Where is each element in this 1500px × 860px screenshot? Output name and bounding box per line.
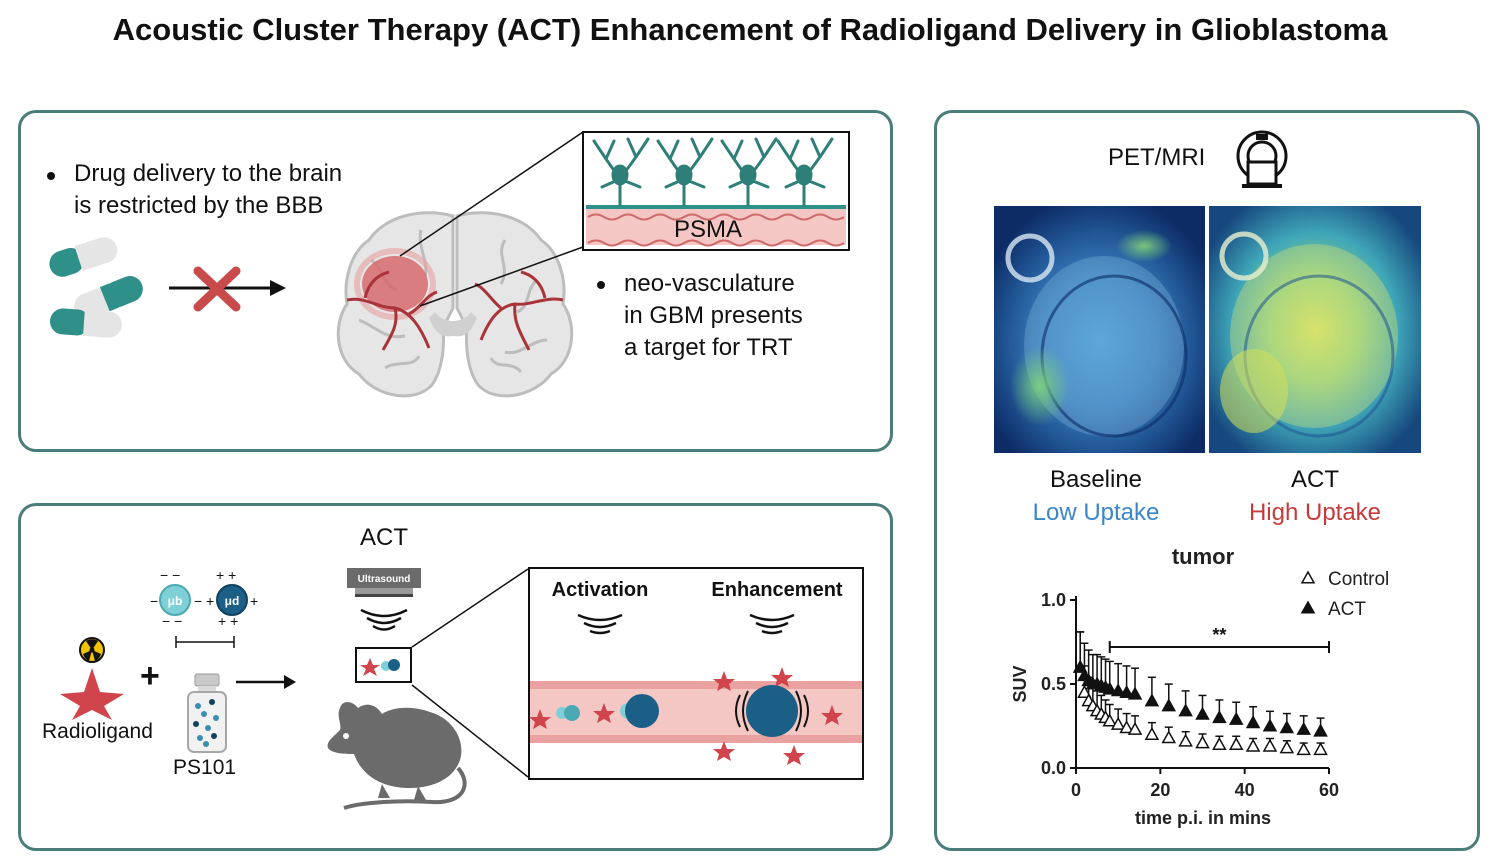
ps101-label: PS101	[173, 756, 237, 779]
enhancement-label: Enhancement	[711, 579, 842, 601]
ultrasound-label: Ultrasound	[358, 574, 411, 585]
legend-label: Control	[1328, 569, 1389, 590]
psma-inset: PSMA	[582, 131, 850, 251]
act-uptake-label: High Uptake	[1248, 499, 1382, 526]
y-tick-label: 0.0	[1041, 758, 1066, 778]
act-data-point	[1296, 721, 1311, 735]
svg-text:+ +: + +	[218, 613, 238, 629]
pet-mri-label: PET/MRI	[1108, 144, 1206, 171]
act-data-point	[1212, 710, 1227, 724]
svg-text:+ +: + +	[216, 568, 236, 583]
control-data-point	[1245, 738, 1261, 752]
act-data-point	[1102, 681, 1118, 695]
act-data-point	[1119, 684, 1134, 698]
bullet-drug-delivery-line2: is restricted by the BBB	[74, 192, 324, 219]
control-data-point	[1262, 738, 1278, 752]
ultrasound-transducer-icon: Ultrasound	[347, 568, 421, 631]
y-tick-label: 0.5	[1041, 674, 1066, 694]
bullet-neo-vasculature-line3: a target for TRT	[624, 334, 793, 361]
radioligand-icon	[60, 637, 124, 720]
mouse-icon	[327, 702, 467, 810]
control-data-point	[1279, 740, 1295, 754]
capsules-illustration	[49, 237, 143, 338]
brain-illustration	[336, 211, 574, 398]
zoom-lines	[399, 131, 584, 307]
psma-label: PSMA	[674, 216, 742, 243]
control-data-point	[1195, 735, 1210, 749]
act-data-point	[1245, 715, 1261, 729]
x-axis-label: time p.i. in mins	[1135, 808, 1271, 828]
control-data-point	[1228, 736, 1244, 751]
radioligand-label: Radioligand	[42, 720, 153, 743]
bullet-neo-vasculature-line1: neo-vasculature	[624, 270, 795, 297]
act-data-point	[1228, 711, 1244, 725]
suv-chart: tumor 0.0 0.5 1.0 0 20 40 60 time p.i. in mins SU…	[1010, 544, 1389, 828]
bullet-neo-vasculature-line2: in GBM presents	[624, 302, 803, 329]
x-tick-label: 60	[1319, 780, 1339, 800]
activation-label: Activation	[552, 579, 649, 601]
act-data-point	[1072, 659, 1088, 673]
x-tick-label: 40	[1235, 780, 1255, 800]
act-data-point	[1110, 683, 1126, 697]
control-data-point	[1296, 741, 1311, 756]
bullet-dot	[597, 281, 605, 289]
control-data-point	[1178, 733, 1193, 747]
mouse-inset-box	[355, 647, 412, 683]
legend-label: ACT	[1328, 599, 1366, 620]
microbubble-microdroplet-icon: − − − − − − μb + + + + + + μd	[150, 568, 258, 648]
y-axis-label: SUV	[1010, 665, 1030, 702]
act-data-point	[1161, 698, 1177, 712]
svg-text:+: +	[206, 593, 214, 609]
svg-text:+: +	[250, 593, 258, 609]
control-data-point	[1161, 730, 1177, 744]
control-data-point	[1119, 720, 1134, 734]
act-data-point	[1262, 718, 1278, 732]
control-data-point	[1110, 716, 1126, 730]
plus-sign: +	[140, 657, 160, 695]
y-tick-label: 1.0	[1041, 590, 1066, 610]
act-data-point	[1178, 703, 1193, 717]
act-data-point	[1313, 723, 1328, 737]
control-data-point	[1313, 741, 1328, 756]
bullet-drug-delivery-line1: Drug delivery to the brain	[74, 160, 343, 187]
svg-text:−: −	[194, 593, 202, 609]
legend-marker	[1300, 570, 1316, 584]
act-data-point	[1279, 720, 1295, 734]
baseline-uptake-label: Low Uptake	[1032, 499, 1160, 526]
arrow-icon	[236, 675, 296, 689]
scanner-icon	[1236, 130, 1288, 188]
control-data-point	[1102, 713, 1118, 727]
control-data-point	[1127, 721, 1143, 735]
control-data-point	[1144, 726, 1160, 740]
ub-label: μb	[168, 594, 183, 608]
control-data-point	[1077, 684, 1092, 698]
bullet-dot	[47, 172, 55, 180]
svg-text:−: −	[150, 593, 158, 609]
vial-icon	[187, 673, 227, 753]
act-label: ACT	[360, 524, 408, 551]
chart-title: tumor	[1172, 544, 1235, 569]
act-data-point	[1195, 706, 1210, 720]
blocked-arrow-icon	[169, 266, 286, 312]
act-data-point	[1127, 686, 1143, 700]
page-title: Acoustic Cluster Therapy (ACT) Enhanceme…	[112, 12, 1388, 47]
vessel-inset: Activation Enhancement	[528, 567, 864, 780]
svg-text:− −: − −	[162, 613, 182, 629]
ud-label: μd	[225, 594, 240, 608]
control-data-point	[1212, 736, 1227, 751]
x-tick-label: 0	[1071, 780, 1081, 800]
svg-text:− −: − −	[160, 568, 180, 583]
x-tick-label: 20	[1150, 780, 1170, 800]
baseline-label: Baseline	[1049, 466, 1143, 493]
act-image-label: ACT	[1291, 466, 1339, 493]
zoom-lines	[411, 568, 529, 778]
act-data-point	[1144, 693, 1160, 707]
pet-image-pair	[994, 206, 1421, 453]
legend-marker	[1300, 600, 1316, 614]
significance-label: **	[1212, 625, 1226, 645]
